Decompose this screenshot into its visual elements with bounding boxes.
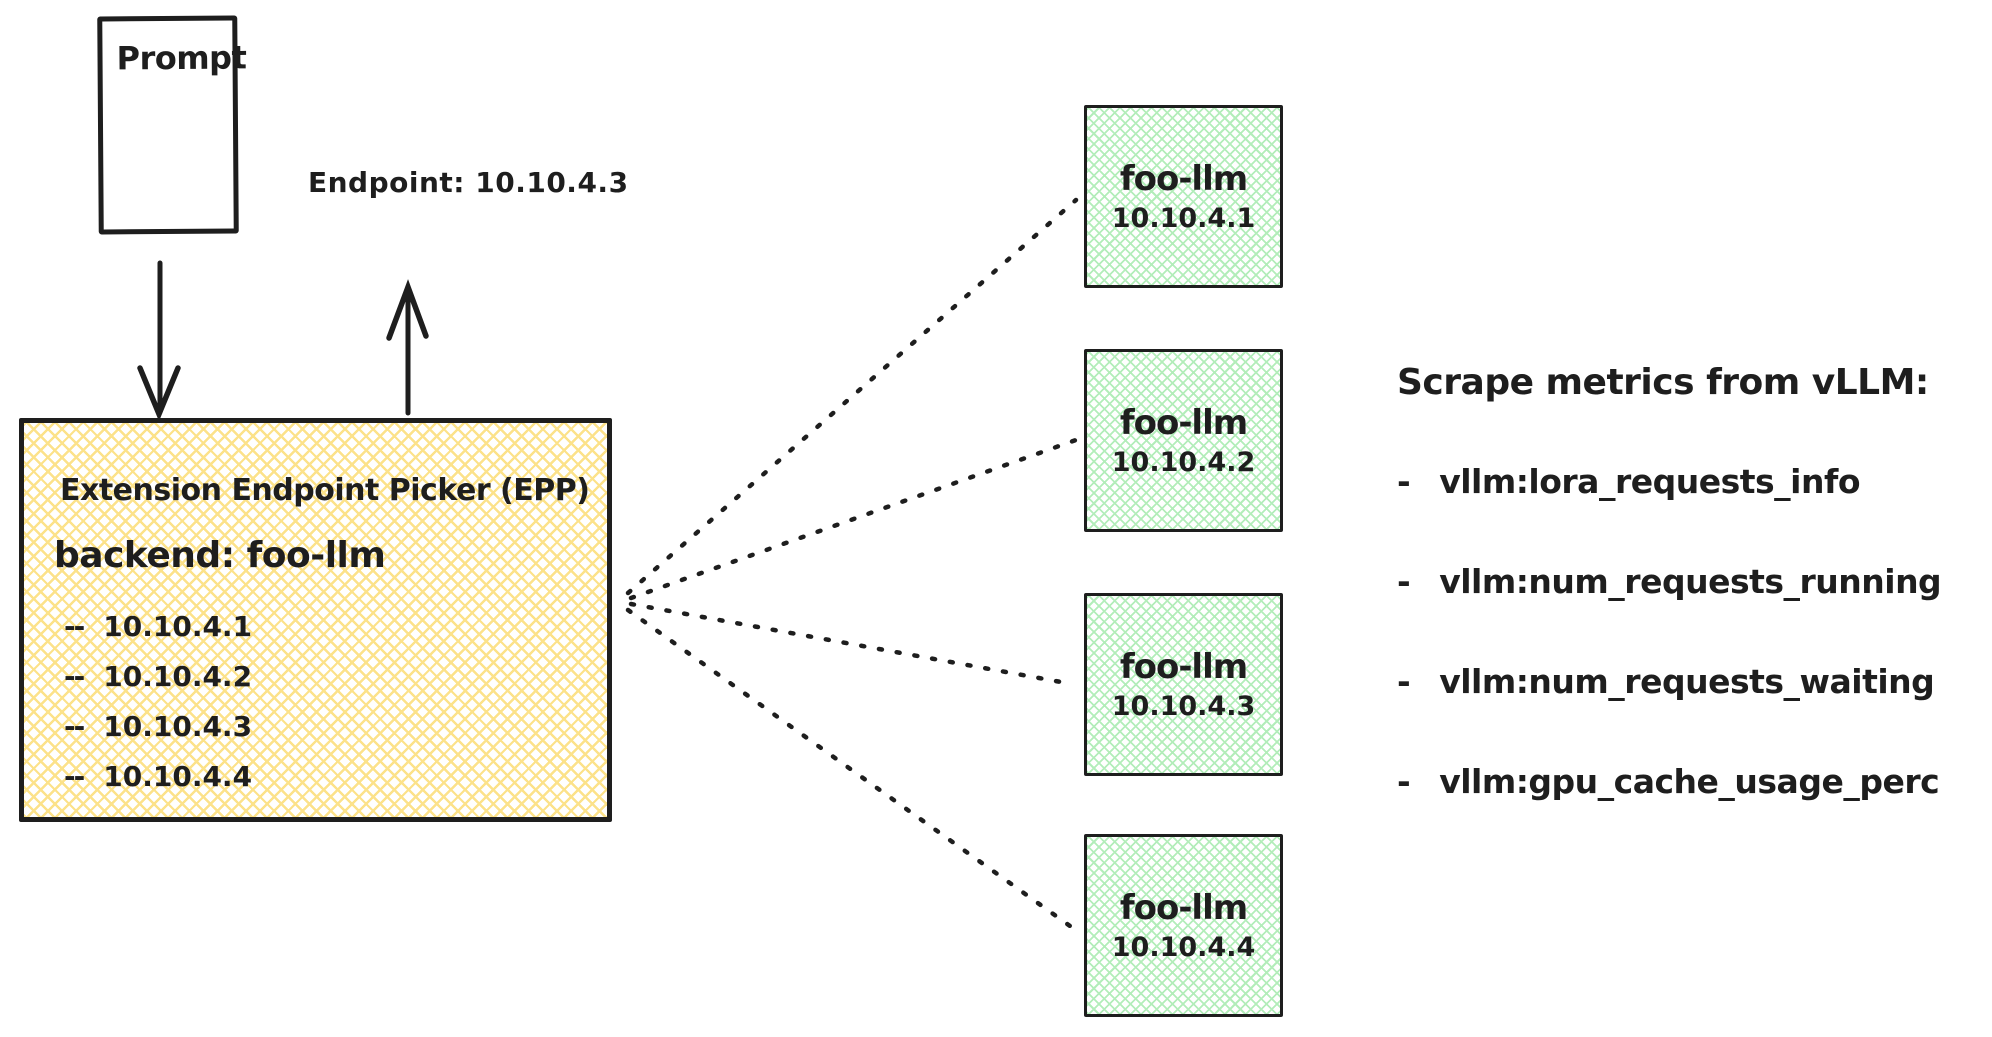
epp-endpoint-dash: -- [64,759,85,793]
metric-name: vllm:num_requests_running [1439,562,1942,601]
connector-epp-backend-3 [628,601,1075,687]
metric-bullet: - [1397,662,1411,701]
backend-name: foo-llm [1119,888,1248,928]
backend-ip: 10.10.4.3 [1111,691,1256,722]
backend-name: foo-llm [1119,403,1248,443]
prompt-box: Prompt [97,15,247,235]
backend-name: foo-llm [1119,159,1248,199]
epp-endpoint-dash: -- [64,609,85,643]
endpoint-result-label: Endpoint: 10.10.4.3 [308,166,629,199]
epp-endpoint-dash: -- [64,709,85,743]
metric-name: vllm:lora_requests_info [1439,462,1860,501]
backend-box-2: foo-llm 10.10.4.2 [1084,349,1283,532]
epp-endpoint-list: -- 10.10.4.1 -- 10.10.4.2 -- 10.10.4.3 -… [64,601,252,801]
backend-box-4: foo-llm 10.10.4.4 [1084,834,1283,1017]
connector-epp-backend-2 [628,437,1079,601]
metric-item: - vllm:num_requests_waiting [1397,662,1935,701]
metric-bullet: - [1397,762,1411,801]
epp-backend-line: backend: foo-llm [54,535,386,576]
epp-title: Extension Endpoint Picker (EPP) [60,473,590,508]
backend-ip: 10.10.4.2 [1111,447,1256,478]
epp-endpoint-row: -- 10.10.4.2 [64,651,252,701]
epp-endpoint-row: -- 10.10.4.1 [64,601,252,651]
metric-bullet: - [1397,562,1411,601]
metric-item: - vllm:num_requests_running [1397,562,1942,601]
metrics-title: Scrape metrics from vLLM: [1397,362,1929,403]
prompt-label: Prompt [116,38,247,78]
connector-epp-backend-1 [625,197,1079,596]
epp-endpoint-ip: 10.10.4.1 [103,609,253,643]
epp-endpoint-dash: -- [64,659,85,693]
metric-item: - vllm:lora_requests_info [1397,462,1860,501]
arrow-up-head-icon [386,279,429,341]
backend-box-1: foo-llm 10.10.4.1 [1084,105,1283,288]
backend-ip: 10.10.4.4 [1111,932,1256,963]
epp-endpoint-ip: 10.10.4.2 [103,659,253,693]
metric-name: vllm:num_requests_waiting [1439,662,1935,701]
arrow-down-head-icon [137,365,181,422]
backend-box-3: foo-llm 10.10.4.3 [1084,593,1283,776]
epp-endpoint-ip: 10.10.4.3 [103,709,253,743]
backend-name: foo-llm [1119,647,1248,687]
metric-bullet: - [1397,462,1411,501]
epp-box: Extension Endpoint Picker (EPP) backend:… [19,418,612,822]
metric-name: vllm:gpu_cache_usage_perc [1439,762,1940,801]
epp-endpoint-row: -- 10.10.4.4 [64,751,252,801]
connector-epp-backend-4 [625,607,1073,929]
backend-ip: 10.10.4.1 [1111,203,1256,234]
epp-endpoint-ip: 10.10.4.4 [103,759,253,793]
metric-item: - vllm:gpu_cache_usage_perc [1397,762,1940,801]
epp-endpoint-row: -- 10.10.4.3 [64,701,252,751]
